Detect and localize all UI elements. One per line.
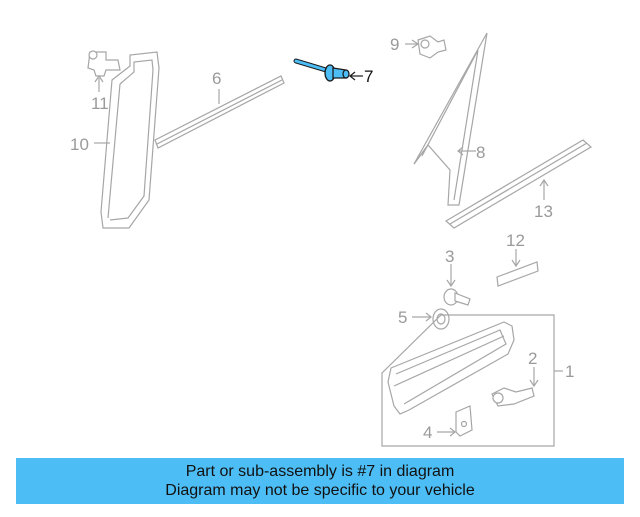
part-9-clip — [405, 35, 447, 59]
part-1-assembly-box — [381, 314, 563, 447]
banner-line-1: Part or sub-assembly is #7 in diagram — [185, 463, 455, 480]
callout-2: 2 — [528, 349, 537, 368]
callout-10: 10 — [70, 135, 89, 154]
callout-1: 1 — [565, 362, 574, 381]
part-11-clip — [87, 50, 121, 92]
part-4-bracket — [437, 405, 473, 437]
part-5-grommet — [412, 308, 450, 330]
callout-9: 9 — [390, 35, 399, 54]
callout-11: 11 — [91, 94, 109, 113]
callout-7: 7 — [364, 67, 373, 86]
part-8-frame-trim — [413, 32, 488, 206]
part-7-rivet — [293, 58, 363, 82]
callout-5: 5 — [398, 308, 407, 327]
part-2-handle — [491, 367, 539, 407]
part-3-screw — [443, 264, 471, 306]
callout-6: 6 — [212, 69, 221, 88]
rivet-highlight — [294, 59, 328, 72]
part-6-molding — [154, 75, 285, 149]
callout-8: 8 — [476, 143, 485, 162]
callout-13: 13 — [534, 202, 553, 221]
part-13-molding — [444, 139, 593, 229]
part-10-pillar-trim — [100, 51, 160, 229]
callout-4: 4 — [423, 423, 432, 442]
info-banner: Part or sub-assembly is #7 in diagram Di… — [16, 458, 624, 504]
banner-line-2: Diagram may not be specific to your vehi… — [165, 482, 475, 499]
part-1-door-panel — [387, 321, 515, 415]
callout-12: 12 — [506, 231, 525, 250]
callout-3: 3 — [445, 247, 454, 266]
part-12-nameplate — [496, 249, 539, 287]
